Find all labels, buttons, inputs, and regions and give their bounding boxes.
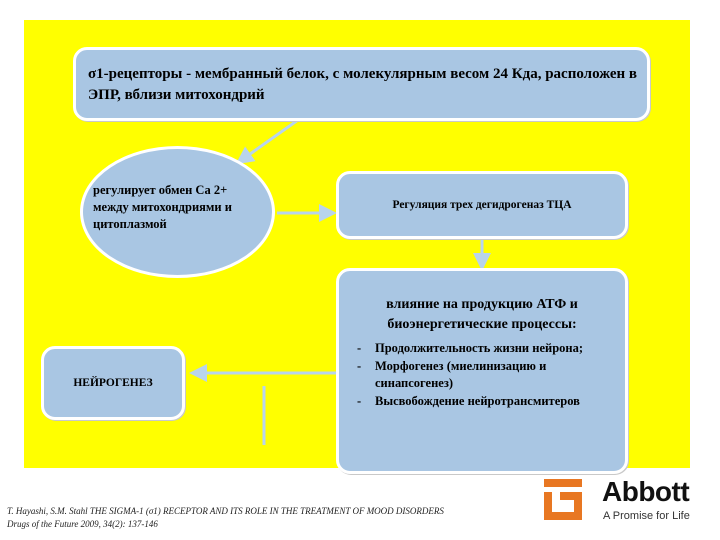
abbott-tagline: A Promise for Life bbox=[603, 510, 690, 522]
calcium-exchange-ellipse bbox=[80, 146, 275, 278]
dehydrogenase-regulation-text: Регуляция трех дегидрогеназ ТЦА bbox=[392, 199, 572, 211]
list-item: Продолжительность жизни нейрона; bbox=[355, 340, 625, 357]
dehydrogenase-regulation-box: Регуляция трех дегидрогеназ ТЦА bbox=[336, 171, 628, 239]
list-item: Высвобождение нейротрансмитеров bbox=[355, 393, 625, 410]
abbott-logo-icon bbox=[544, 479, 582, 520]
atp-influence-title: влияние на продукцию АТФ и биоэнергетиче… bbox=[386, 297, 578, 332]
neurogenesis-text: НЕЙРОГЕНЕЗ bbox=[73, 377, 153, 389]
calcium-exchange-text: регулирует обмен Ca 2+ между митохондрия… bbox=[93, 183, 232, 231]
citation: T. Hayashi, S.M. Stahl THE SIGMA-1 (σ1) … bbox=[7, 506, 444, 529]
abbott-brand-name: Abbott bbox=[602, 476, 690, 507]
sigma-receptor-box: σ1-рецепторы - мембранный белок, с молек… bbox=[73, 47, 650, 121]
atp-influence-box: влияние на продукцию АТФ и биоэнергетиче… bbox=[336, 268, 628, 474]
neurogenesis-box: НЕЙРОГЕНЕЗ bbox=[41, 346, 185, 420]
arrow-top-to-ellipse bbox=[235, 118, 299, 165]
influence-list: Продолжительность жизни нейрона; Морфоге… bbox=[355, 340, 625, 411]
list-item: Морфогенез (миелинизацию и синапсогенез) bbox=[355, 358, 625, 392]
